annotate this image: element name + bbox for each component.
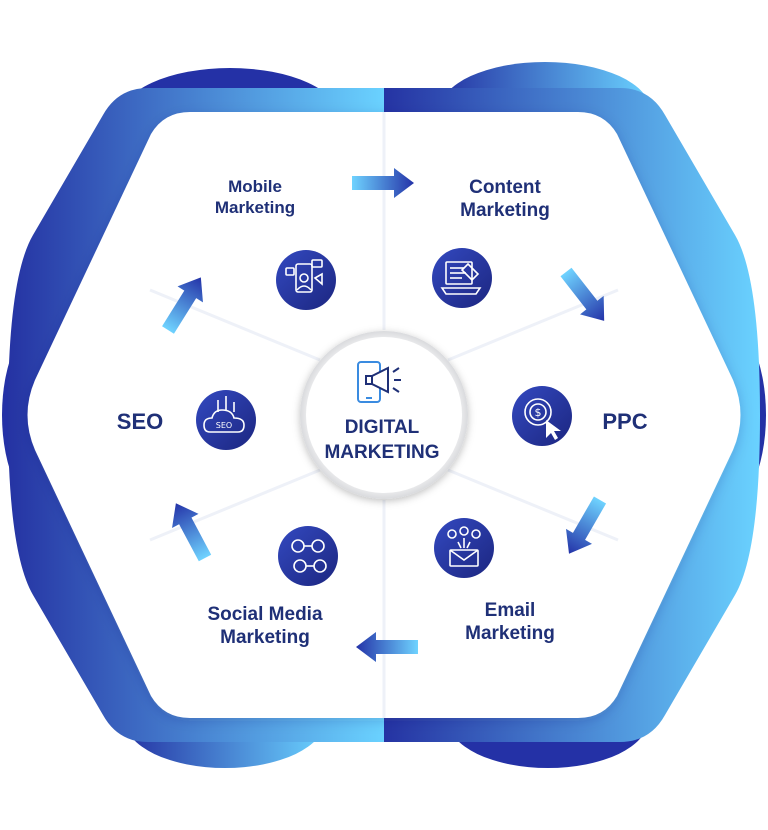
segment-label-mobile: Mobile Marketing [214,177,296,217]
email-audience-icon [434,518,494,578]
mobile-marketing-icon [276,250,336,310]
svg-text:SEO: SEO [216,421,232,430]
segment-label-email: Email Marketing [465,600,555,645]
social-media-icon [278,526,338,586]
segment-label-ppc: PPC [602,409,648,434]
seo-cloud-icon: SEO [196,390,256,450]
center-circle [300,331,468,499]
arrow-mobile-to-content [352,168,414,198]
content-writing-icon [432,248,492,308]
arrow-ppc-to-email [566,496,607,554]
arrow-content-to-ppc [560,267,605,321]
arrow-seo-to-mobile [162,277,203,334]
dollar-click-icon: $ [512,386,572,446]
megaphone-phone-icon [357,361,401,403]
segment-label-social: Social Media Marketing [207,604,323,649]
center-title: DIGITAL MARKETING [324,417,440,463]
flow-arrows [162,168,607,662]
segment-label-content: Content Marketing [460,177,550,222]
segment-label-seo: SEO [116,409,164,434]
svg-text:$: $ [535,406,542,419]
arrow-social-to-seo [172,503,212,562]
arrow-email-to-social [356,632,418,662]
